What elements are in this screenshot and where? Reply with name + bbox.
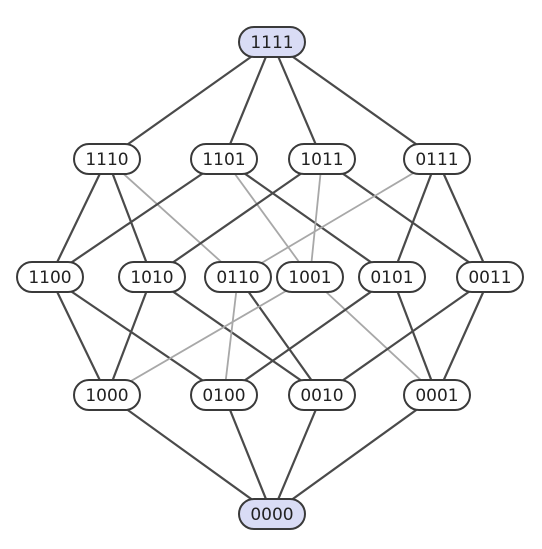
edge-1101-1100	[49, 158, 225, 278]
edge-1011-1010	[151, 158, 323, 278]
edge-0101-0001	[390, 276, 439, 396]
edge-0100-0000	[222, 394, 274, 515]
edge-1110-0110	[106, 158, 239, 278]
node-box	[118, 261, 186, 293]
node-1110: 1110	[73, 143, 141, 175]
node-label: 0100	[202, 386, 245, 406]
edge-1101-1001	[223, 158, 311, 278]
node-label: 0111	[415, 150, 458, 170]
node-label: 1000	[85, 386, 128, 406]
node-box	[73, 379, 141, 411]
node-label: 1101	[202, 150, 245, 170]
edge-1111-0111	[271, 41, 438, 160]
edge-1000-0000	[106, 394, 273, 515]
node-0100: 0100	[190, 379, 258, 411]
nodes-layer: 1111 1110 1101 1011 0111 1100 1010 0110 1001 0101…	[16, 26, 524, 530]
node-box	[190, 143, 258, 175]
edge-0001-0000	[271, 394, 438, 515]
edge-0011-0001	[435, 276, 492, 396]
edge-0010-0000	[270, 394, 324, 515]
node-box	[288, 379, 356, 411]
edge-1010-1000	[105, 276, 154, 396]
node-label: 1011	[300, 150, 343, 170]
node-1101: 1101	[190, 143, 258, 175]
node-box	[238, 26, 306, 58]
edge-1011-0011	[321, 158, 491, 278]
edge-1010-0010	[151, 276, 323, 396]
node-0010: 0010	[288, 379, 356, 411]
edge-1101-0101	[223, 158, 393, 278]
node-1100: 1100	[16, 261, 84, 293]
edge-0011-0010	[321, 276, 491, 396]
edge-1111-1101	[222, 41, 274, 160]
node-box	[204, 261, 272, 293]
node-label: 0001	[415, 386, 458, 406]
edge-1111-1011	[270, 41, 324, 160]
edge-0101-0100	[223, 276, 393, 396]
node-label: 1110	[85, 150, 128, 170]
node-0000: 0000	[238, 498, 306, 530]
node-box	[358, 261, 426, 293]
node-box	[190, 379, 258, 411]
edge-0110-0100	[223, 276, 239, 396]
node-label: 0000	[250, 505, 293, 525]
node-1111: 1111	[238, 26, 306, 58]
edge-1111-1110	[106, 41, 273, 160]
edge-0111-0011	[435, 158, 492, 278]
edge-0110-0010	[237, 276, 323, 396]
edge-1110-1100	[49, 158, 108, 278]
node-box	[456, 261, 524, 293]
node-label: 1001	[288, 268, 331, 288]
node-0110: 0110	[204, 261, 272, 293]
node-box	[403, 379, 471, 411]
node-box	[238, 498, 306, 530]
node-box	[16, 261, 84, 293]
node-0011: 0011	[456, 261, 524, 293]
node-label: 0110	[216, 268, 259, 288]
node-0101: 0101	[358, 261, 426, 293]
node-1011: 1011	[288, 143, 356, 175]
node-label: 1111	[250, 33, 293, 53]
edges-layer	[49, 41, 492, 515]
node-1010: 1010	[118, 261, 186, 293]
edge-1001-0001	[309, 276, 438, 396]
node-box	[288, 143, 356, 175]
node-label: 0101	[370, 268, 413, 288]
node-label: 0010	[300, 386, 343, 406]
edge-0111-0101	[390, 158, 439, 278]
node-0001: 0001	[403, 379, 471, 411]
edge-1100-0100	[49, 276, 225, 396]
edge-1011-1001	[309, 158, 323, 278]
node-label: 0011	[468, 268, 511, 288]
node-label: 1010	[130, 268, 173, 288]
node-box	[403, 143, 471, 175]
edge-1001-1000	[106, 276, 311, 396]
edge-1110-1010	[105, 158, 154, 278]
node-1001: 1001	[276, 261, 344, 293]
node-1000: 1000	[73, 379, 141, 411]
node-0111: 0111	[403, 143, 471, 175]
edge-0111-0110	[237, 158, 438, 278]
node-box	[73, 143, 141, 175]
edge-1100-1000	[49, 276, 108, 396]
node-box	[276, 261, 344, 293]
node-label: 1100	[28, 268, 71, 288]
